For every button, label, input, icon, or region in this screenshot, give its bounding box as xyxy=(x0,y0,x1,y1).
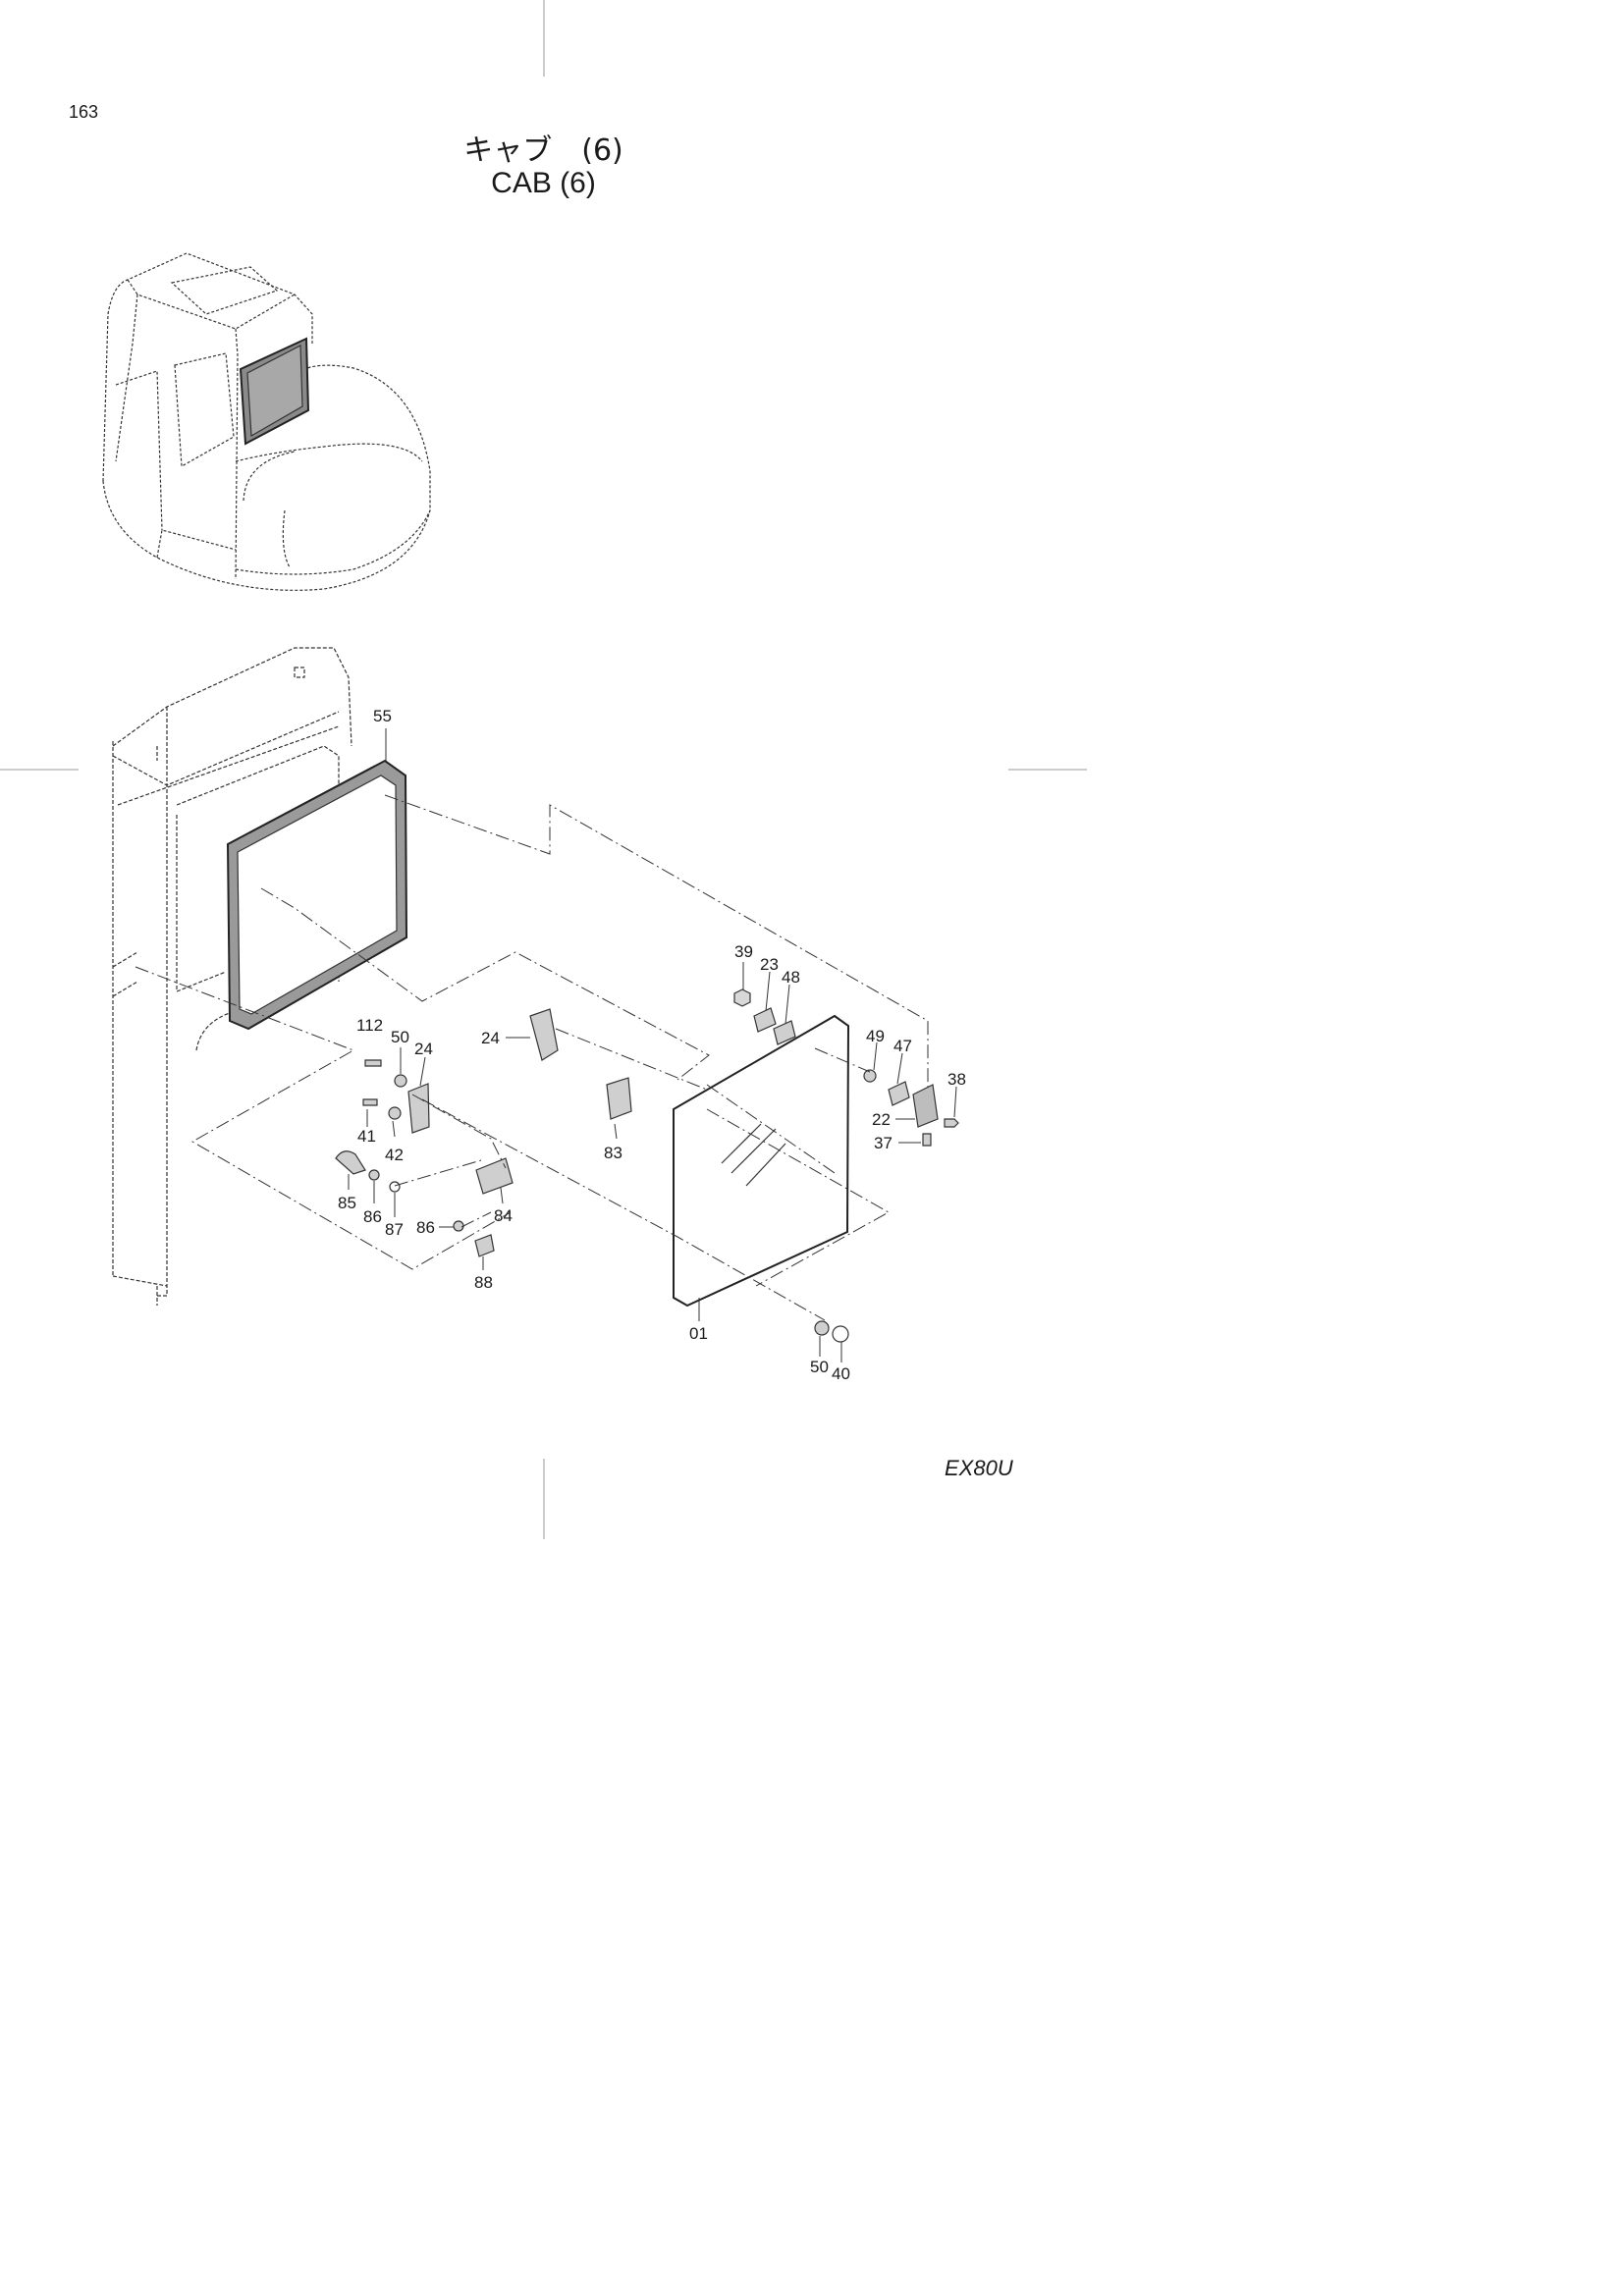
plate-23 xyxy=(753,1007,777,1033)
washer-86a xyxy=(368,1169,380,1181)
bolt-37 xyxy=(922,1133,932,1147)
washer-87 xyxy=(389,1181,401,1193)
bolt-41 xyxy=(362,1098,378,1106)
callout-41: 41 xyxy=(357,1127,376,1146)
callout-24a: 24 xyxy=(481,1029,500,1047)
nut-42 xyxy=(388,1106,402,1120)
callout-86b: 86 xyxy=(416,1218,435,1237)
catch-88 xyxy=(474,1234,495,1257)
bracket-83 xyxy=(606,1077,632,1120)
callout-leaders xyxy=(348,728,957,1362)
callout-01: 01 xyxy=(689,1324,708,1343)
excavator-overview-illustration xyxy=(102,252,431,591)
bolt-112 xyxy=(364,1059,382,1067)
callout-38: 38 xyxy=(947,1070,966,1089)
callout-50b: 50 xyxy=(810,1358,829,1376)
page-number: 163 xyxy=(69,102,99,122)
callout-39: 39 xyxy=(734,942,753,961)
callout-40: 40 xyxy=(832,1364,850,1383)
callout-48: 48 xyxy=(782,968,800,987)
bracket-84 xyxy=(475,1157,514,1195)
window-glass-panel-01 xyxy=(673,1014,850,1308)
callout-47: 47 xyxy=(893,1037,912,1055)
callout-labels: 55 39 23 48 24 49 47 38 22 37 112 50 24 … xyxy=(338,707,966,1383)
callout-83: 83 xyxy=(604,1144,622,1162)
callout-37: 37 xyxy=(874,1134,893,1152)
window-seal-55 xyxy=(226,759,408,1031)
hardware-parts xyxy=(335,988,959,1343)
callout-24b: 24 xyxy=(414,1040,433,1058)
bolt-38 xyxy=(944,1118,959,1128)
washer-86b xyxy=(453,1220,464,1232)
model-label: EX80U xyxy=(945,1456,1013,1480)
parts-diagram: 55 39 23 48 24 49 47 38 22 37 112 50 24 … xyxy=(0,0,1087,1539)
callout-86a: 86 xyxy=(363,1207,382,1226)
callout-88: 88 xyxy=(474,1273,493,1292)
latch-24b xyxy=(407,1083,430,1134)
handle-85 xyxy=(335,1150,366,1175)
washer-50a xyxy=(394,1074,407,1088)
nut-39 xyxy=(733,988,751,1007)
callout-50a: 50 xyxy=(391,1028,409,1046)
callout-23: 23 xyxy=(760,955,779,974)
crop-marks xyxy=(0,0,1087,1539)
callout-87: 87 xyxy=(385,1220,404,1239)
plate-47 xyxy=(888,1081,910,1106)
callout-22: 22 xyxy=(872,1110,891,1129)
cap-40 xyxy=(832,1325,849,1343)
washer-50b xyxy=(814,1320,830,1336)
overview-window-highlight xyxy=(239,337,310,446)
page-title-english: CAB (6) xyxy=(491,167,596,199)
callout-55: 55 xyxy=(373,707,392,725)
cab-shell-outline xyxy=(112,647,352,1306)
bushing-49 xyxy=(863,1069,877,1083)
callout-84: 84 xyxy=(494,1206,513,1225)
hinge-22 xyxy=(912,1084,939,1128)
callout-112: 112 xyxy=(356,1016,383,1035)
assembly-guide-lines xyxy=(135,794,929,1321)
callout-85: 85 xyxy=(338,1194,356,1212)
callout-42: 42 xyxy=(385,1146,404,1164)
latch-24a xyxy=(529,1008,559,1061)
callout-49: 49 xyxy=(866,1027,885,1045)
page-title-japanese: キャブ (6) xyxy=(463,133,623,168)
